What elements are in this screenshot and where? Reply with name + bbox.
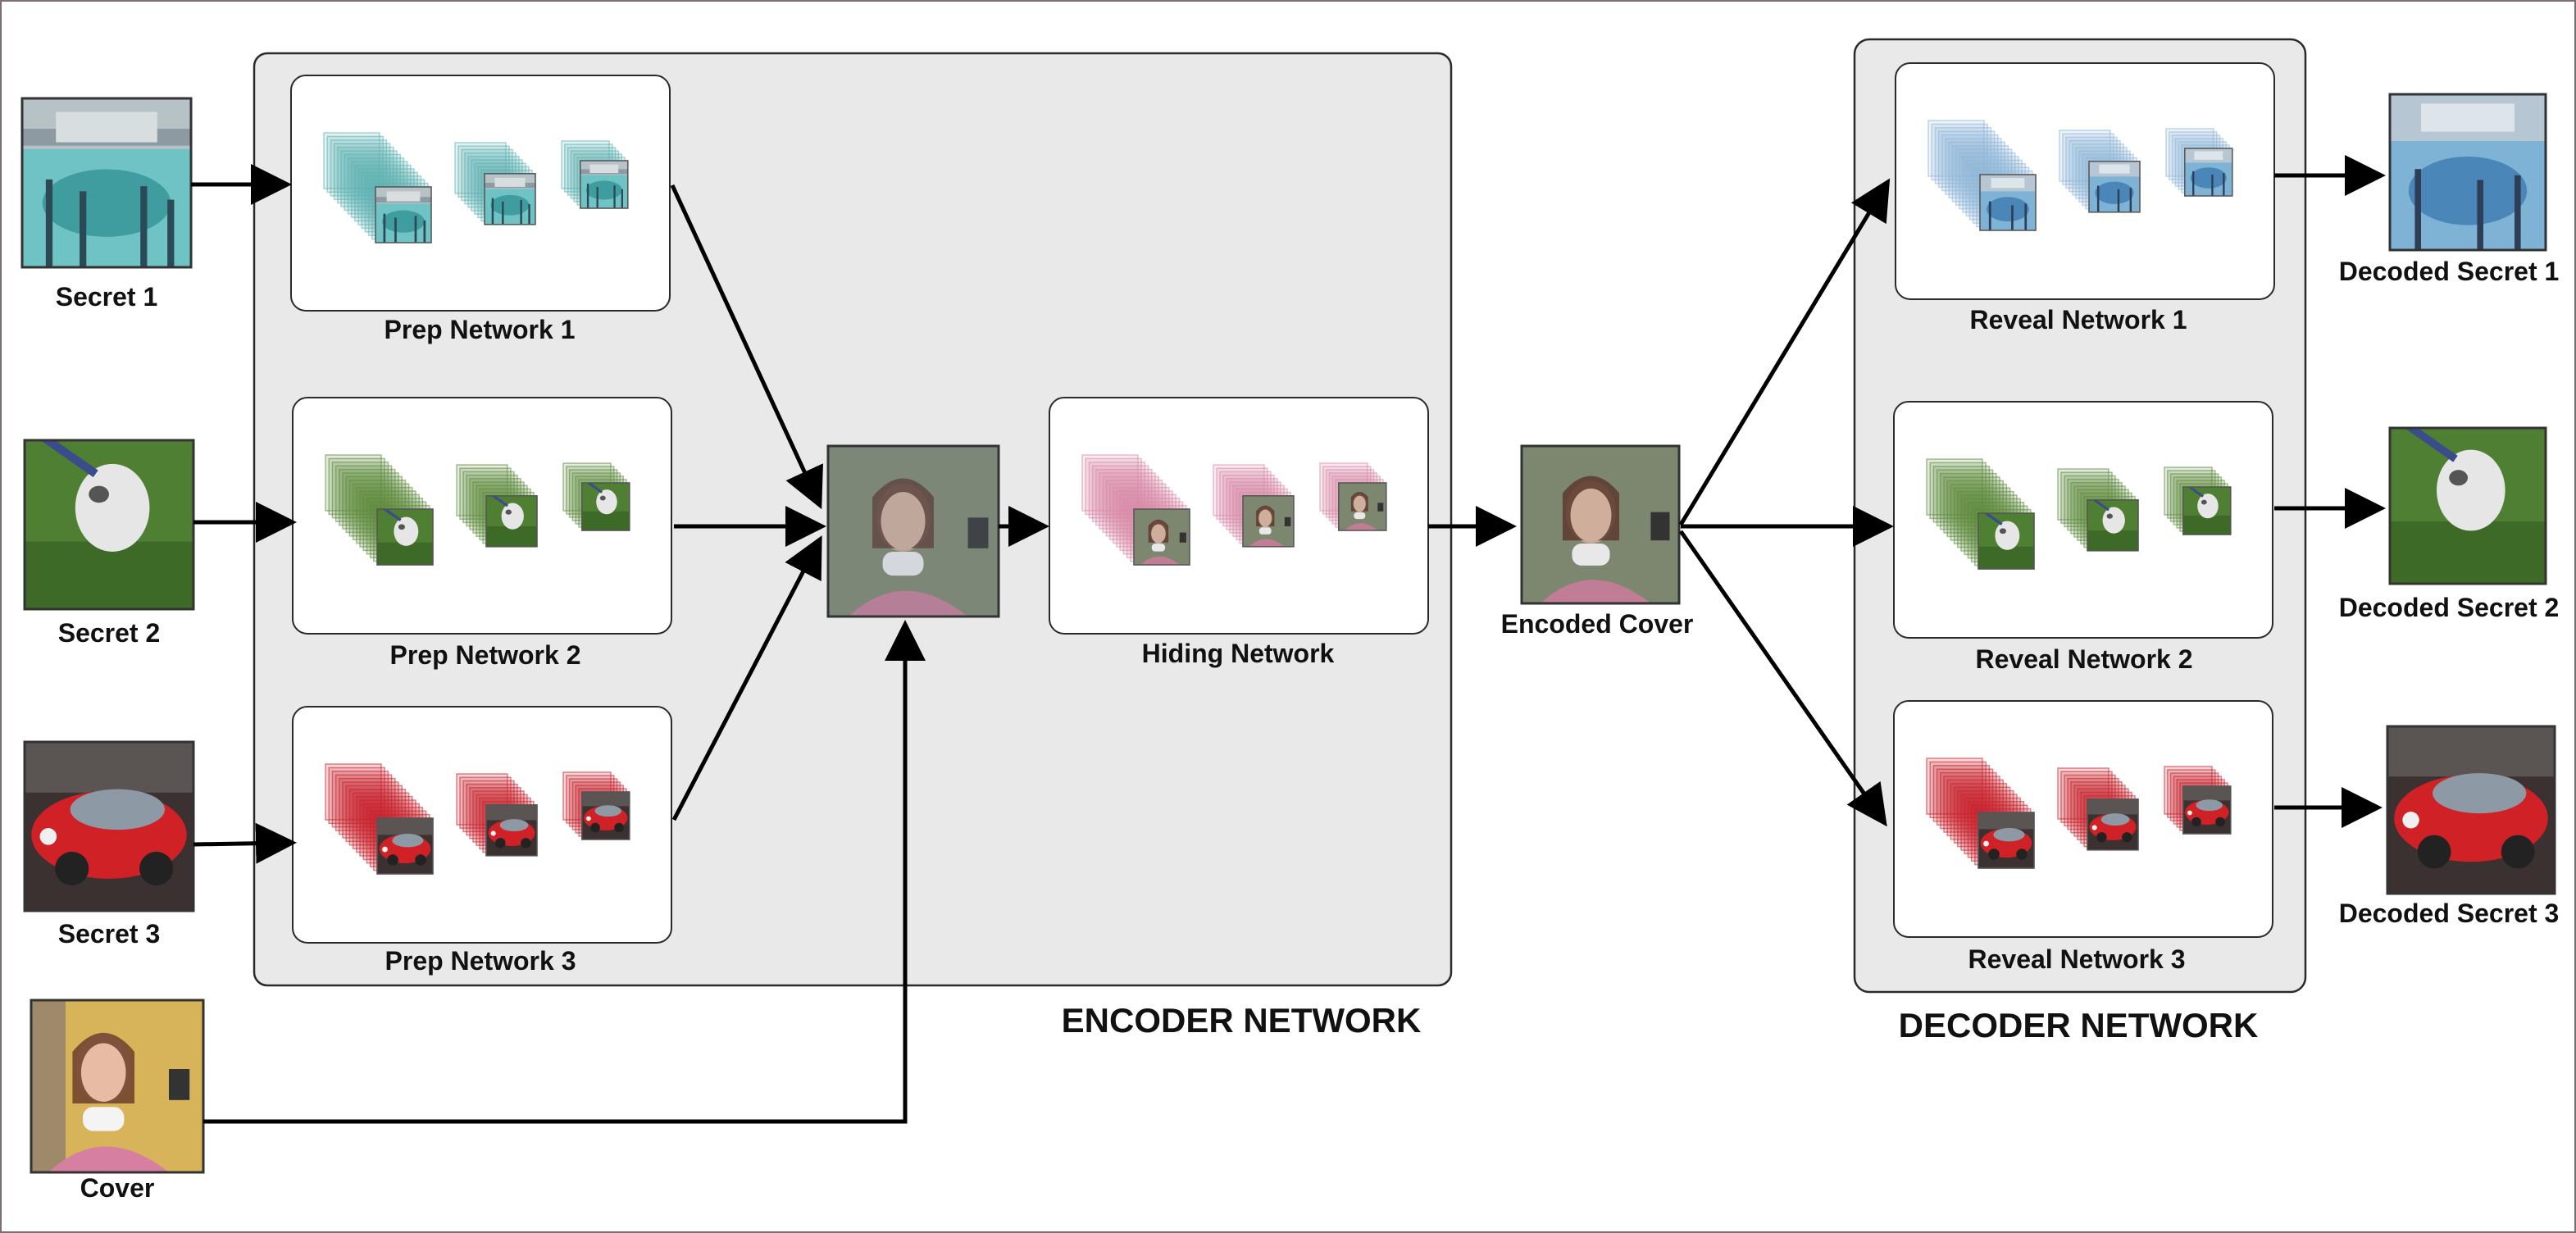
flow-arrows [191,155,2386,1124]
hiding-network-feature-stack-3 [1319,462,1387,531]
reveal-network-3-feature-stack-1 [1926,758,2035,869]
encoded-cover-label: Encoded Cover [1501,609,1694,639]
prep-network-1-feature-stack-1 [323,132,432,243]
secret-1-label: Secret 1 [56,282,158,312]
encoder-title: ENCODER NETWORK [1062,1001,1422,1040]
reveal-network-1-feature-stack-3 [2165,128,2233,197]
hiding-network-feature-stack-1 [1081,454,1190,566]
prep-network-2-feature-stack-3 [562,462,630,531]
reveal-network-1-label: Reveal Network 1 [1969,305,2187,334]
decoded-secret-2-image [2388,426,2547,585]
encoded-cover-image [1520,444,1681,605]
cover-image [30,999,205,1174]
reveal-network-2-label: Reveal Network 2 [1975,644,2192,674]
secret-2-image [23,439,195,611]
prep-network-1-feature-stack-2 [454,142,536,225]
prep-network-2-feature-stack-2 [456,464,538,548]
secret-1-image [20,97,193,269]
prep-network-3: Prep Network 3 [292,706,672,976]
decoded-secret-3-label: Decoded Secret 3 [2339,899,2560,928]
prep-network-2: Prep Network 2 [292,397,672,670]
decoded-secret-2-label: Decoded Secret 2 [2339,593,2560,622]
prep-network-3-label: Prep Network 3 [385,946,576,976]
secret-2-label: Secret 2 [58,618,161,648]
secret-3-image [23,740,195,912]
decoded-secret-1-image [2388,93,2547,252]
prep-network-3-feature-stack-3 [562,771,630,840]
prep-network-1-label: Prep Network 1 [385,315,576,344]
prep-network-1-feature-stack-3 [561,140,629,209]
concatenated-image [826,444,1000,618]
prep-network-2-feature-stack-1 [325,454,434,566]
reveal-network-3-feature-stack-2 [2057,767,2139,851]
decoded-secret-1-label: Decoded Secret 1 [2339,257,2560,286]
reveal-network-1: Reveal Network 1 [1895,62,2275,334]
reveal-network-1-feature-stack-2 [2059,130,2141,213]
reveal-network-3-label: Reveal Network 3 [1968,944,2185,974]
reveal-network-2-feature-stack-2 [2057,468,2139,552]
reveal-network-3-feature-stack-3 [2164,766,2232,835]
prep-network-3-feature-stack-2 [456,773,538,857]
decoded-secret-3-image [2386,725,2556,895]
decoder-title: DECODER NETWORK [1899,1006,2259,1044]
prep-network-3-feature-stack-1 [325,763,434,875]
reveal-network-2-feature-stack-1 [1926,458,2035,570]
prep-network-1: Prep Network 1 [290,75,671,344]
cover-label: Cover [80,1173,155,1203]
reveal-network-3: Reveal Network 3 [1893,700,2273,974]
reveal-network-2-feature-stack-3 [2164,466,2232,535]
hiding-network-feature-stack-2 [1213,464,1295,548]
secret-3-label: Secret 3 [58,919,161,949]
reveal-network-2: Reveal Network 2 [1893,401,2273,674]
hiding-network-label: Hiding Network [1142,639,1335,668]
hiding-network: Hiding Network [1049,397,1429,668]
reveal-network-1-feature-stack-1 [1927,120,2037,231]
prep-network-2-label: Prep Network 2 [390,640,581,670]
